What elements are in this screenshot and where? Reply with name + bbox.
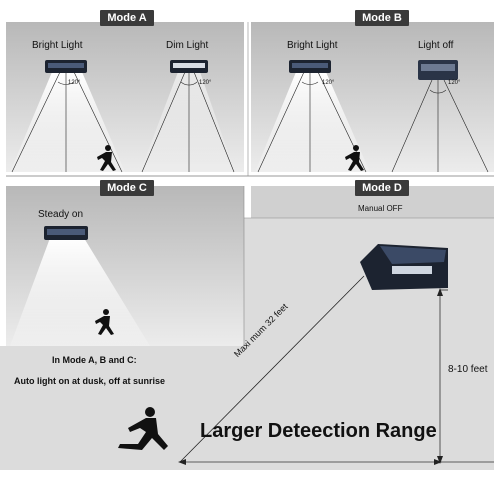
note-line-1: In Mode A, B and C:	[52, 355, 137, 365]
mode-a-dim-caption: Dim Light	[166, 40, 209, 51]
mode-b-off-caption: Light off	[418, 40, 454, 51]
mode-c-caption: Steady on	[38, 209, 84, 220]
height-label: 8-10 feet	[448, 364, 488, 375]
detection-range-title: Larger Deteection Range	[200, 420, 437, 442]
detection-range-line	[179, 275, 365, 463]
mode-c-label: Mode C	[100, 180, 154, 196]
mode-b-right-angle: 120°	[448, 80, 461, 86]
mode-b-runner	[345, 145, 364, 171]
mode-d-label: Mode D	[355, 180, 409, 196]
mode-b-label: Mode B	[355, 10, 409, 26]
mode-a-left-angle: 120°	[68, 80, 81, 86]
mode-a-label: Mode A	[100, 10, 154, 26]
mode-d-header-area	[251, 186, 494, 218]
mode-b-left-angle: 120°	[322, 80, 335, 86]
note-line-2: Auto light on at dusk, off at sunrise	[14, 376, 166, 386]
mode-b-bright-caption: Bright Light	[287, 40, 338, 51]
mode-d-caption: Manual OFF	[358, 204, 403, 213]
mode-a-bright-beam	[10, 72, 125, 172]
mode-c-beam	[10, 238, 150, 346]
mode-a-dim-beam	[140, 72, 235, 172]
mode-b-bright-beam	[255, 72, 370, 172]
mode-a-runner	[97, 145, 116, 171]
mode-a-right-angle: 120°	[199, 80, 212, 86]
mode-c-runner	[95, 309, 114, 335]
bottom-runner	[118, 407, 168, 450]
mode-d-lamp	[360, 244, 448, 290]
mode-a-bright-caption: Bright Light	[32, 40, 83, 51]
